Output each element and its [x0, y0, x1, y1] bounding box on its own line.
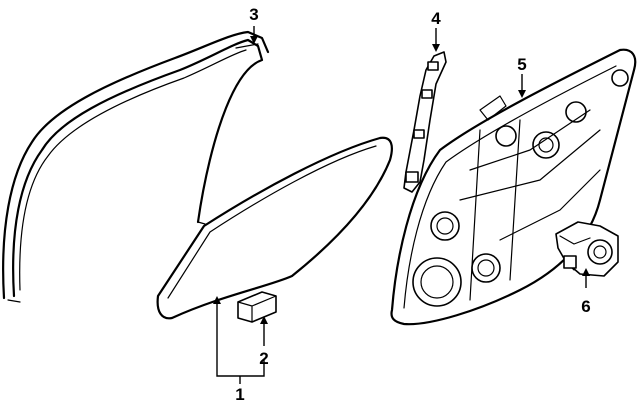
arrowhead-2	[260, 316, 268, 324]
glass-clip-part-2[interactable]	[237, 291, 277, 323]
callout-3: 3	[249, 5, 258, 24]
arrowhead-1	[213, 296, 221, 304]
arrowhead-3	[250, 36, 258, 44]
arrowhead-4	[432, 44, 440, 52]
leader-lines	[213, 26, 590, 384]
callout-6: 6	[581, 297, 590, 316]
door-module-part-5[interactable]	[390, 48, 637, 326]
callout-1: 1	[235, 385, 244, 404]
channel-bracket-part-4[interactable]	[403, 51, 447, 193]
regulator-motor-part-6[interactable]	[555, 221, 619, 277]
callout-5: 5	[517, 55, 526, 74]
run-channel-part-3[interactable]	[2, 30, 270, 303]
arrowhead-5	[518, 90, 526, 98]
door-glass-part-1[interactable]	[156, 136, 393, 320]
callout-2: 2	[259, 349, 268, 368]
arrowhead-6	[582, 268, 590, 276]
callout-4: 4	[431, 9, 441, 28]
